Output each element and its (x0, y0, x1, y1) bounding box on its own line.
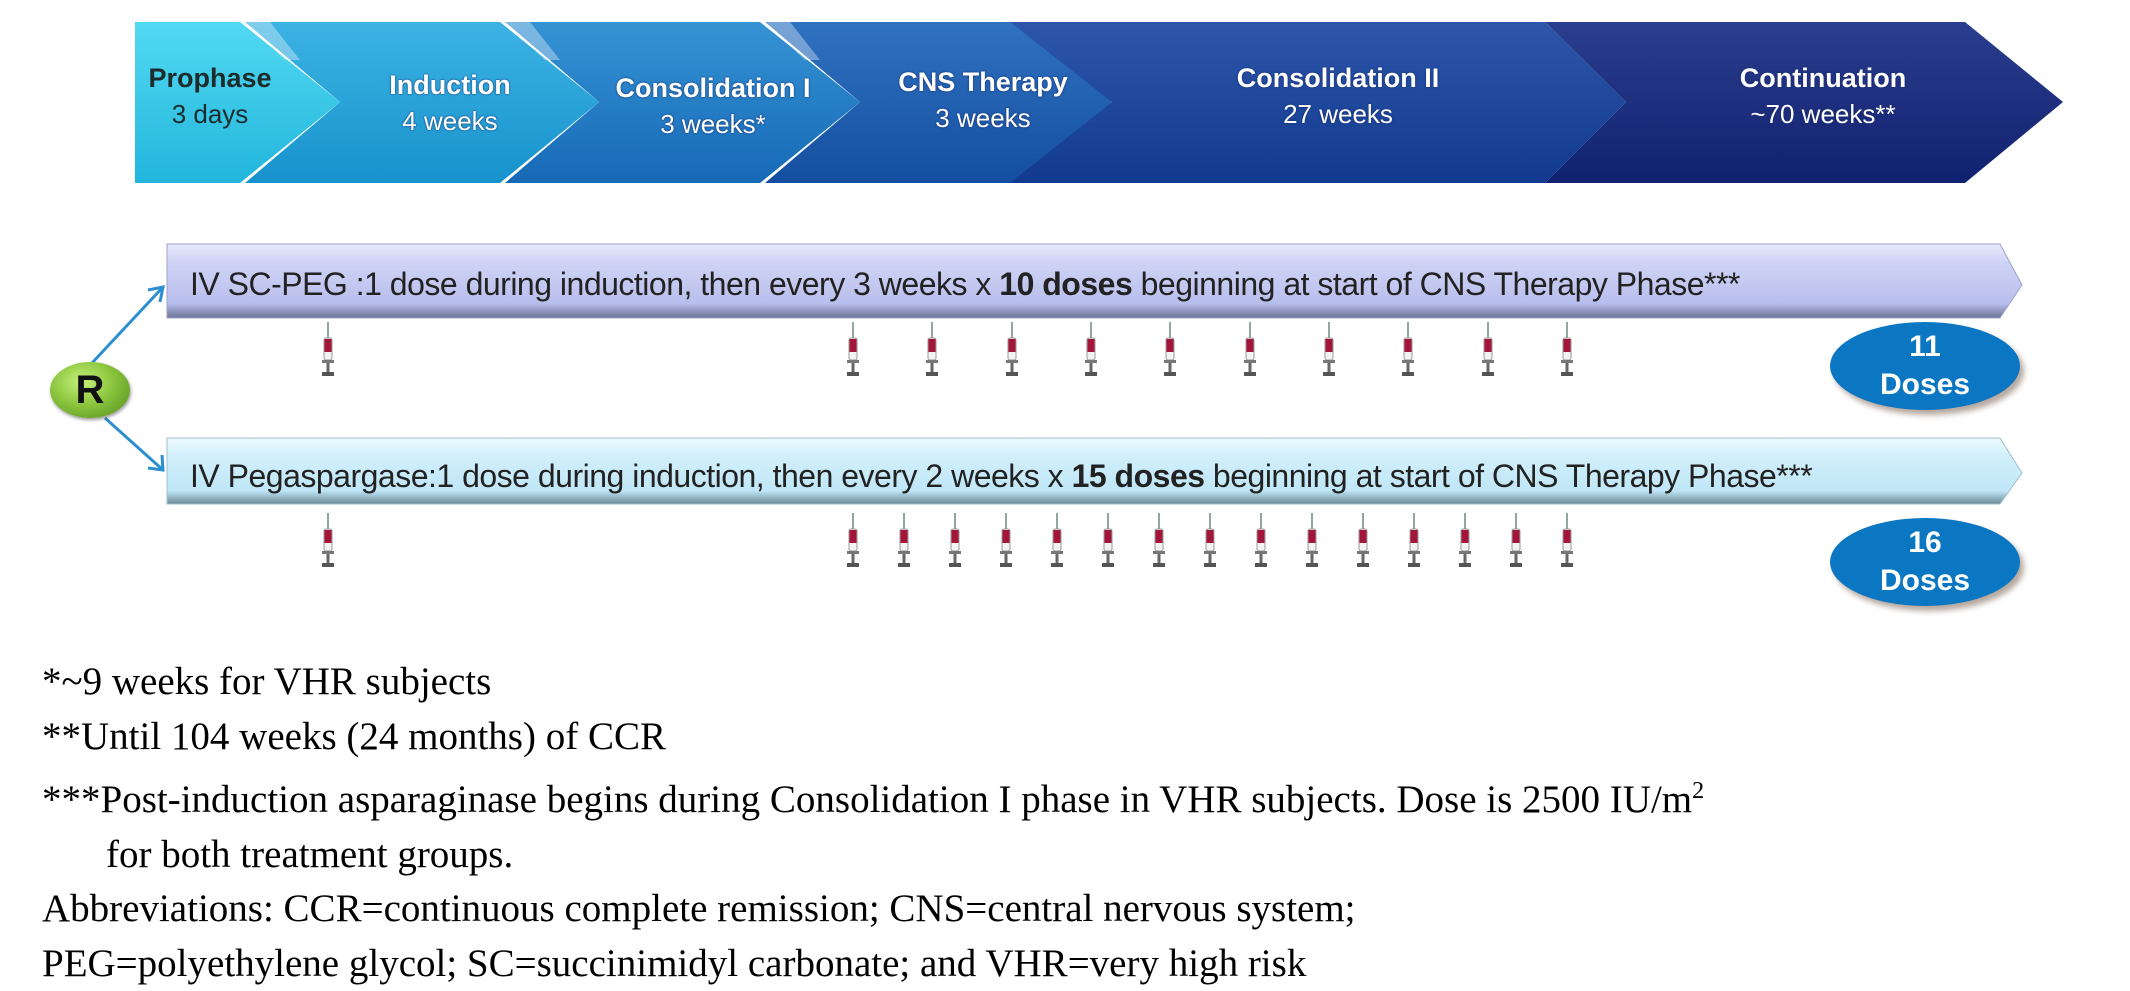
syringe-icon (997, 513, 1015, 571)
syringe-icon (1507, 513, 1525, 571)
arm2-total-doses-badge: 16 Doses (1830, 518, 2020, 606)
phase-consolidation-1-label: Consolidation I 3 weeks* (616, 70, 811, 142)
phase-name: Continuation (1740, 63, 1906, 93)
syringe-icon (319, 513, 337, 571)
syringe-icon (844, 513, 862, 571)
syringe-icon (1048, 513, 1066, 571)
phase-duration: 3 weeks (898, 100, 1068, 136)
phase-duration: 27 weeks (1237, 96, 1440, 132)
connector-arm1 (92, 287, 163, 363)
phase-name: Consolidation I (616, 73, 811, 103)
syringe-icon (1405, 513, 1423, 571)
connector-arm2 (105, 418, 163, 470)
randomization-node: R (50, 362, 130, 418)
syringe-icon (1150, 513, 1168, 571)
footnote-3: ***Post-induction asparaginase begins du… (42, 764, 1704, 828)
phase-name: Prophase (148, 63, 271, 93)
phase-duration: 3 days (148, 96, 271, 132)
syringe-icon (1354, 513, 1372, 571)
syringe-icon (1320, 322, 1338, 380)
phase-continuation-label: Continuation ~70 weeks** (1740, 60, 1906, 132)
badge-label: Doses (1830, 366, 2020, 404)
arm1-total-doses-badge: 11 Doses (1830, 322, 2020, 410)
phase-name: Induction (389, 70, 510, 100)
abbreviations-line-2: PEG=polyethylene glycol; SC=succinimidyl… (42, 937, 1704, 991)
syringe-icon (1201, 513, 1219, 571)
phase-duration: 4 weeks (389, 103, 510, 139)
arm1-label: IV SC-PEG :1 dose during induction, then… (190, 266, 1740, 303)
phase-consolidation-2-label: Consolidation II 27 weeks (1237, 60, 1440, 132)
arm1-text-pre: IV SC-PEG :1 dose during induction, then… (190, 266, 999, 302)
syringe-icon (319, 322, 337, 380)
footnote-3-continued: for both treatment groups. (42, 828, 1704, 883)
phase-cns-therapy-label: CNS Therapy 3 weeks (898, 64, 1068, 136)
randomization-label: R (76, 368, 105, 412)
syringe-icon (1082, 322, 1100, 380)
syringe-icon (923, 322, 941, 380)
syringe-icon (1456, 513, 1474, 571)
syringe-icon (946, 513, 964, 571)
footnote-1: *~9 weeks for VHR subjects (42, 655, 1704, 710)
syringe-icon (1252, 513, 1270, 571)
syringe-icon (1558, 322, 1576, 380)
syringe-icon (1003, 322, 1021, 380)
phase-name: CNS Therapy (898, 67, 1068, 97)
syringe-icon (1399, 322, 1417, 380)
syringe-icon (844, 322, 862, 380)
arm1-text-post: beginning at start of CNS Therapy Phase*… (1132, 266, 1740, 302)
abbreviations-line-1: Abbreviations: CCR=continuous complete r… (42, 882, 1704, 937)
arm1-text-bold: 10 doses (999, 266, 1132, 302)
syringe-icon (1479, 322, 1497, 380)
syringe-icon (1099, 513, 1117, 571)
phase-name: Consolidation II (1237, 63, 1440, 93)
footnote-2: **Until 104 weeks (24 months) of CCR (42, 710, 1704, 765)
arm2-text-bold: 15 doses (1072, 458, 1205, 494)
syringe-icon (1241, 322, 1259, 380)
footnote-3-text: ***Post-induction asparaginase begins du… (42, 778, 1692, 821)
arm2-text-post: beginning at start of CNS Therapy Phase*… (1205, 458, 1813, 494)
phase-duration: 3 weeks* (616, 106, 811, 142)
syringe-icon (1303, 513, 1321, 571)
arm2-label: IV Pegaspargase:1 dose during induction,… (190, 458, 1812, 495)
footnote-3-superscript: 2 (1692, 778, 1704, 804)
phase-induction-label: Induction 4 weeks (389, 67, 510, 139)
phase-prophase-label: Prophase 3 days (148, 60, 271, 132)
syringe-icon (1558, 513, 1576, 571)
syringe-icon (1161, 322, 1179, 380)
syringe-icon (895, 513, 913, 571)
phase-duration: ~70 weeks** (1740, 96, 1906, 132)
badge-label: Doses (1830, 562, 2020, 600)
badge-count: 11 (1830, 328, 2020, 366)
footnotes: *~9 weeks for VHR subjects **Until 104 w… (42, 655, 1704, 991)
arm2-text-pre: IV Pegaspargase:1 dose during induction,… (190, 458, 1072, 494)
badge-count: 16 (1830, 524, 2020, 562)
